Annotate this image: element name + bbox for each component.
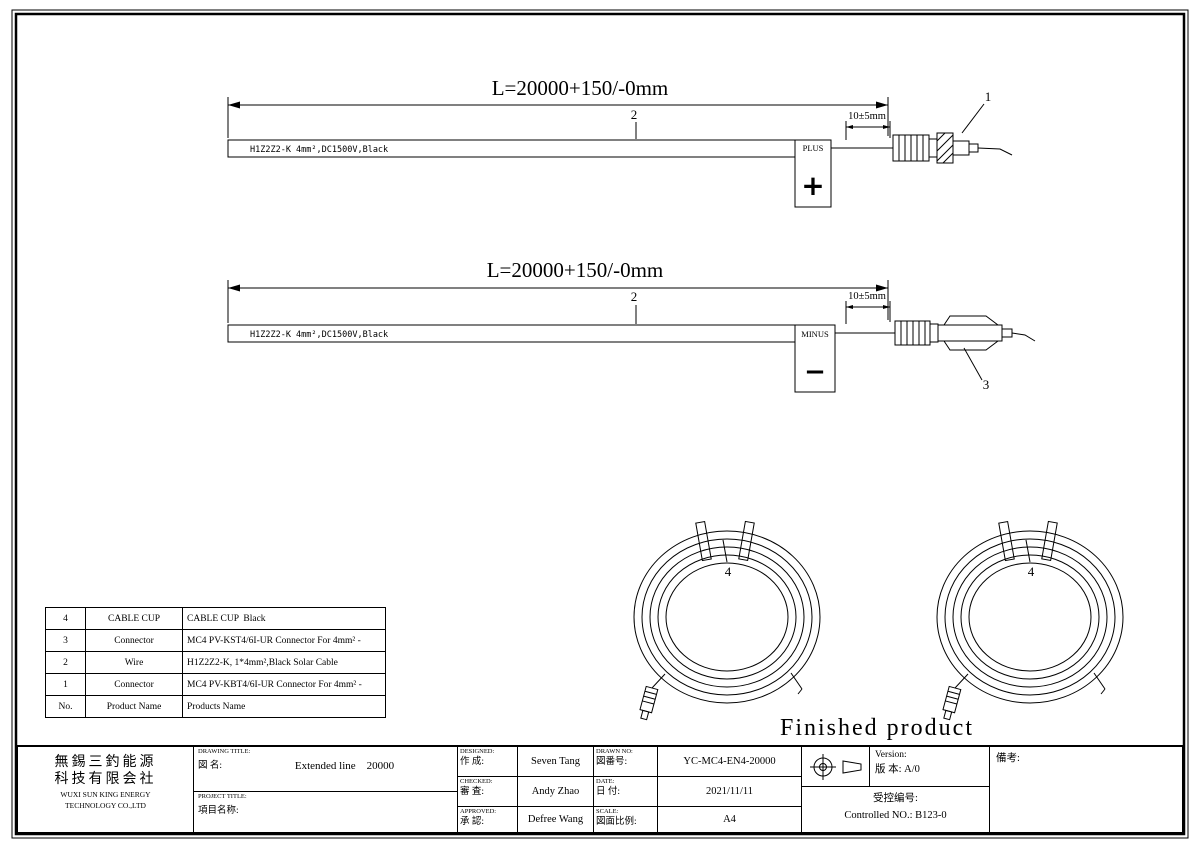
bom-name: Wire xyxy=(85,651,183,674)
drawing-title-label-cn: 図 名: xyxy=(198,761,223,771)
date-label-en: DATE: xyxy=(596,778,615,785)
date-label-cell: DATE: 日 付: xyxy=(594,777,658,807)
cable-spec-label: H1Z2Z2-K 4mm²,DC1500V,Black xyxy=(250,330,388,340)
bom-desc: Products Name xyxy=(182,695,386,718)
table-row: No. Product Name Products Name xyxy=(45,695,386,718)
drawing-title-value: Extended line 20000 xyxy=(294,760,395,772)
checked-label-en: CHECKED: xyxy=(460,778,493,785)
minus-connector-item-number: 3 xyxy=(983,377,990,392)
designed-value: Seven Tang xyxy=(518,747,594,777)
approved-label-cn: 承 認: xyxy=(460,817,485,827)
bom-no: 2 xyxy=(45,651,86,674)
drawn-no-value: YC-MC4-EN4-20000 xyxy=(658,747,802,777)
controlled-no-label: 受控编号: xyxy=(873,793,918,804)
plus-word-label: PLUS xyxy=(803,143,824,153)
projection-symbol-icon xyxy=(809,753,861,780)
company-cell: 無錫三釣能源 科技有限会社 WUXI SUN KING ENERGY TECHN… xyxy=(18,747,194,832)
table-row: 2 Wire H1Z2Z2-K, 1*4mm²,Black Solar Cabl… xyxy=(45,651,386,674)
wire-item-number: 2 xyxy=(631,289,638,304)
title-block: 無錫三釣能源 科技有限会社 WUXI SUN KING ENERGY TECHN… xyxy=(16,745,1184,834)
controlled-no-cell: 受控编号: Controlled NO.: B123-0 xyxy=(802,787,990,832)
version-label: Version: xyxy=(875,750,907,760)
coil-right: 4 xyxy=(936,520,1124,721)
company-name-cn-line1: 無錫三釣能源 xyxy=(54,755,157,770)
remarks-cell: 備考: xyxy=(990,747,1186,832)
project-title-cell: PROJECT TITLE: 項目名称: xyxy=(194,792,458,832)
scale-value: A4 xyxy=(658,807,802,832)
bom-name: Connector xyxy=(85,673,183,696)
company-name-en-line1: WUXI SUN KING ENERGY xyxy=(60,790,151,799)
version-value: 版 本: A/0 xyxy=(875,764,920,775)
bom-no: 4 xyxy=(45,607,86,630)
plus-symbol: + xyxy=(801,169,824,202)
company-name-en-line2: TECHNOLOGY CO.,LTD xyxy=(65,801,146,810)
strip-dimension: 10±5mm xyxy=(848,111,886,122)
minus-connector xyxy=(894,315,1036,351)
bom-name: CABLE CUP xyxy=(85,607,183,630)
designed-label-cell: DESIGNED: 作 成: xyxy=(458,747,518,777)
date-value: 2021/11/11 xyxy=(658,777,802,807)
drawn-no-label-cell: DRAWN NO: 図番号: xyxy=(594,747,658,777)
bom-no: 3 xyxy=(45,629,86,652)
table-row: 1 Connector MC4 PV-KBT4/6I-UR Connector … xyxy=(45,673,386,696)
minus-cable-drawing: L=20000+150/-0mm 2 H1Z2Z2-K 4mm²,DC1500V… xyxy=(227,258,1036,393)
drawing-title-label-en: DRAWING TITLE: xyxy=(198,748,251,755)
bom-table: 4 CABLE CUP CABLE CUP Black 3 Connector … xyxy=(45,607,386,718)
bom-no: 1 xyxy=(45,673,86,696)
coil-item-number: 4 xyxy=(725,564,732,579)
coil-left: 4 xyxy=(633,520,821,721)
plus-connector xyxy=(892,132,1013,164)
scale-label-cn: 図面比例: xyxy=(596,817,637,827)
scale-label-cell: SCALE: 図面比例: xyxy=(594,807,658,832)
plus-connector-item-number: 1 xyxy=(985,89,992,104)
checked-label-cell: CHECKED: 審 査: xyxy=(458,777,518,807)
designed-label-cn: 作 成: xyxy=(460,757,485,767)
finished-product-caption: Finished product xyxy=(780,715,974,741)
bom-desc: H1Z2Z2-K, 1*4mm²,Black Solar Cable xyxy=(182,651,386,674)
strip-dimension: 10±5mm xyxy=(848,291,886,302)
checked-label-cn: 審 査: xyxy=(460,787,485,797)
wire-item-number: 2 xyxy=(631,107,638,122)
table-row: 4 CABLE CUP CABLE CUP Black xyxy=(45,607,386,630)
controlled-no-value: Controlled NO.: B123-0 xyxy=(844,810,947,821)
bom-no: No. xyxy=(45,695,86,718)
date-label-cn: 日 付: xyxy=(596,787,621,797)
length-dimension: L=20000+150/-0mm xyxy=(487,258,664,282)
company-name-cn-line2: 科技有限会社 xyxy=(54,772,157,787)
minus-word-label: MINUS xyxy=(801,329,829,339)
minus-symbol: − xyxy=(804,357,826,387)
approved-label-en: APPROVED: xyxy=(460,808,497,815)
drawing-title-cell: DRAWING TITLE: 図 名: Extended line 20000 xyxy=(194,747,458,792)
drawn-no-label-en: DRAWN NO: xyxy=(596,748,633,755)
approved-value: Defree Wang xyxy=(518,807,594,832)
bom-desc: CABLE CUP Black xyxy=(182,607,386,630)
bom-name: Connector xyxy=(85,629,183,652)
sheet-frame xyxy=(11,9,1189,839)
bom-desc: MC4 PV-KST4/6I-UR Connector For 4mm² - xyxy=(182,629,386,652)
scale-label-en: SCALE: xyxy=(596,808,619,815)
table-row: 3 Connector MC4 PV-KST4/6I-UR Connector … xyxy=(45,629,386,652)
drawn-no-label-cn: 図番号: xyxy=(596,757,628,767)
projection-cell xyxy=(802,747,870,787)
remarks-label: 備考: xyxy=(996,753,1020,764)
project-title-label-en: PROJECT TITLE: xyxy=(198,793,247,800)
bom-desc: MC4 PV-KBT4/6I-UR Connector For 4mm² - xyxy=(182,673,386,696)
checked-value: Andy Zhao xyxy=(518,777,594,807)
bom-name: Product Name xyxy=(85,695,183,718)
approved-label-cell: APPROVED: 承 認: xyxy=(458,807,518,832)
coil-item-number: 4 xyxy=(1028,564,1035,579)
cable-spec-label: H1Z2Z2-K 4mm²,DC1500V,Black xyxy=(250,145,388,155)
project-title-label-cn: 項目名称: xyxy=(198,806,239,816)
designed-label-en: DESIGNED: xyxy=(460,748,495,755)
length-dimension: L=20000+150/-0mm xyxy=(492,76,669,100)
plus-cable-drawing: L=20000+150/-0mm 2 H1Z2Z2-K 4mm²,DC1500V… xyxy=(227,76,1013,208)
version-cell: Version: 版 本: A/0 xyxy=(870,747,990,787)
